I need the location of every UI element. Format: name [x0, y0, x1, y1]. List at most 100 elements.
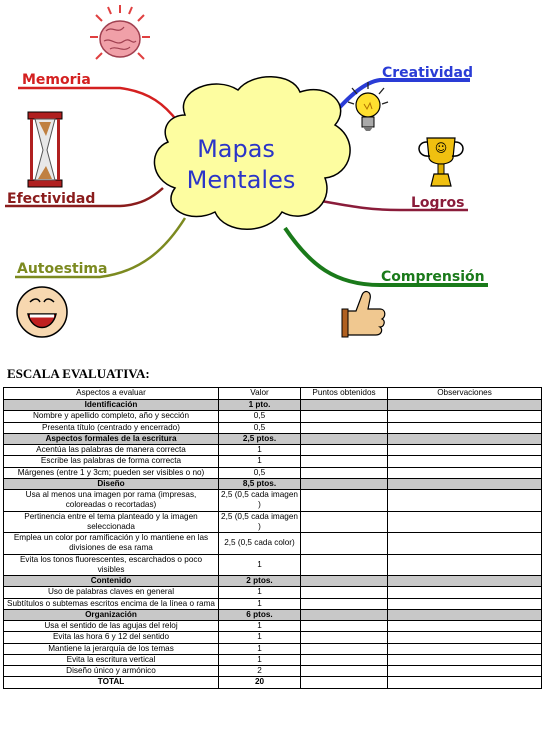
value-cell: 1 — [218, 653, 301, 667]
aspect-cell: Nombre y apellido completo, año y secció… — [3, 410, 219, 423]
aspect-cell: Diseño único y armónico — [3, 664, 219, 678]
table-row: Nombre y apellido completo, año y secció… — [3, 410, 542, 423]
points-cell — [300, 631, 388, 644]
value-cell: 1 — [218, 597, 301, 610]
trophy-icon: ☺ — [418, 137, 464, 187]
aspect-cell: Evita las hora 6 y 12 del sentido — [3, 631, 219, 644]
points-cell — [300, 443, 388, 457]
observations-cell — [387, 664, 542, 678]
aspect-cell: Subtítulos o subtemas escritos encima de… — [3, 597, 219, 610]
observations-cell — [387, 532, 542, 555]
branch-creatividad — [328, 78, 470, 120]
center-title-line2: Mentales — [187, 166, 296, 194]
column-header-aspect: Aspectos a evaluar — [3, 387, 219, 400]
aspect-cell: Usa el sentido de las agujas del reloj — [3, 619, 219, 633]
points-cell — [300, 410, 388, 423]
aspect-cell: Márgenes (entre 1 y 3cm; pueden ser visi… — [3, 466, 219, 479]
value-cell: 1 — [218, 553, 301, 576]
evaluation-table: Aspectos a evaluar Valor Puntos obtenido… — [3, 387, 542, 689]
aspect-cell: Mantiene la jerarquía de los temas — [3, 642, 219, 655]
aspect-cell: Diseño — [3, 477, 219, 491]
points-cell — [300, 642, 388, 655]
observations-cell — [387, 631, 542, 644]
points-cell — [300, 398, 388, 412]
aspect-cell: Presenta título (centrado y encerrado) — [3, 421, 219, 434]
table-row: Pertinencia entre el tema planteado y la… — [3, 510, 542, 533]
hourglass-icon — [27, 111, 63, 188]
aspect-cell: Escribe las palabras de forma correcta — [3, 455, 219, 468]
column-header-value: Valor — [218, 387, 301, 400]
table-header-row: Aspectos a evaluar Valor Puntos obtenido… — [3, 387, 542, 400]
observations-cell — [387, 586, 542, 599]
value-cell: 1 — [218, 455, 301, 468]
points-cell — [300, 608, 388, 622]
brain-icon — [90, 5, 150, 60]
aspect-cell: Contenido — [3, 574, 219, 588]
observations-cell — [387, 619, 542, 633]
observations-cell — [387, 466, 542, 479]
points-cell — [300, 477, 388, 491]
observations-cell — [387, 443, 542, 457]
aspect-cell: TOTAL — [3, 676, 219, 689]
aspect-cell: Acentúa las palabras de manera correcta — [3, 443, 219, 457]
value-cell: 1 — [218, 642, 301, 655]
points-cell — [300, 532, 388, 555]
value-cell: 6 ptos. — [218, 608, 301, 622]
points-cell — [300, 664, 388, 678]
value-cell: 1 pto. — [218, 398, 301, 412]
points-cell — [300, 619, 388, 633]
branch-label-efectividad: Efectividad — [7, 191, 95, 207]
branch-label-logros: Logros — [411, 195, 464, 211]
aspect-cell: Identificación — [3, 398, 219, 412]
observations-cell — [387, 642, 542, 655]
center-title-line1: Mapas — [197, 135, 275, 163]
observations-cell — [387, 477, 542, 491]
value-cell: 2 ptos. — [218, 574, 301, 588]
aspect-cell: Aspectos formales de la escritura — [3, 432, 219, 446]
table-row: Emplea un color por ramificación y lo ma… — [3, 532, 542, 555]
value-cell: 0,5 — [218, 466, 301, 479]
value-cell: 1 — [218, 619, 301, 633]
points-cell — [300, 676, 388, 689]
points-cell — [300, 586, 388, 599]
points-cell — [300, 653, 388, 667]
column-header-points: Puntos obtenidos — [300, 387, 388, 400]
points-cell — [300, 432, 388, 446]
table-row: Evita los tonos fluorescentes, escarchad… — [3, 553, 542, 576]
aspect-cell: Evita los tonos fluorescentes, escarchad… — [3, 553, 219, 576]
value-cell: 20 — [218, 676, 301, 689]
aspect-cell: Uso de palabras claves en general — [3, 586, 219, 599]
thumbs-up-icon — [341, 290, 386, 338]
points-cell — [300, 510, 388, 533]
aspect-cell: Usa al menos una imagen por rama (impres… — [3, 489, 219, 512]
value-cell: 2,5 ptos. — [218, 432, 301, 446]
value-cell: 2,5 (0,5 cada imagen ) — [218, 510, 301, 533]
table-row: Subtítulos o subtemas escritos encima de… — [3, 597, 542, 610]
value-cell: 2,5 (0,5 cada imagen ) — [218, 489, 301, 512]
value-cell: 2 — [218, 664, 301, 678]
observations-cell — [387, 510, 542, 533]
observations-cell — [387, 676, 542, 689]
value-cell: 2,5 (0,5 cada color) — [218, 532, 301, 555]
observations-cell — [387, 410, 542, 423]
points-cell — [300, 466, 388, 479]
value-cell: 1 — [218, 443, 301, 457]
observations-cell — [387, 608, 542, 622]
observations-cell — [387, 398, 542, 412]
aspect-cell: Organización — [3, 608, 219, 622]
observations-cell — [387, 574, 542, 588]
points-cell — [300, 421, 388, 434]
observations-cell — [387, 421, 542, 434]
points-cell — [300, 553, 388, 576]
observations-cell — [387, 432, 542, 446]
aspect-cell: Evita la escritura vertical — [3, 653, 219, 667]
points-cell — [300, 455, 388, 468]
column-header-observations: Observaciones — [387, 387, 542, 400]
